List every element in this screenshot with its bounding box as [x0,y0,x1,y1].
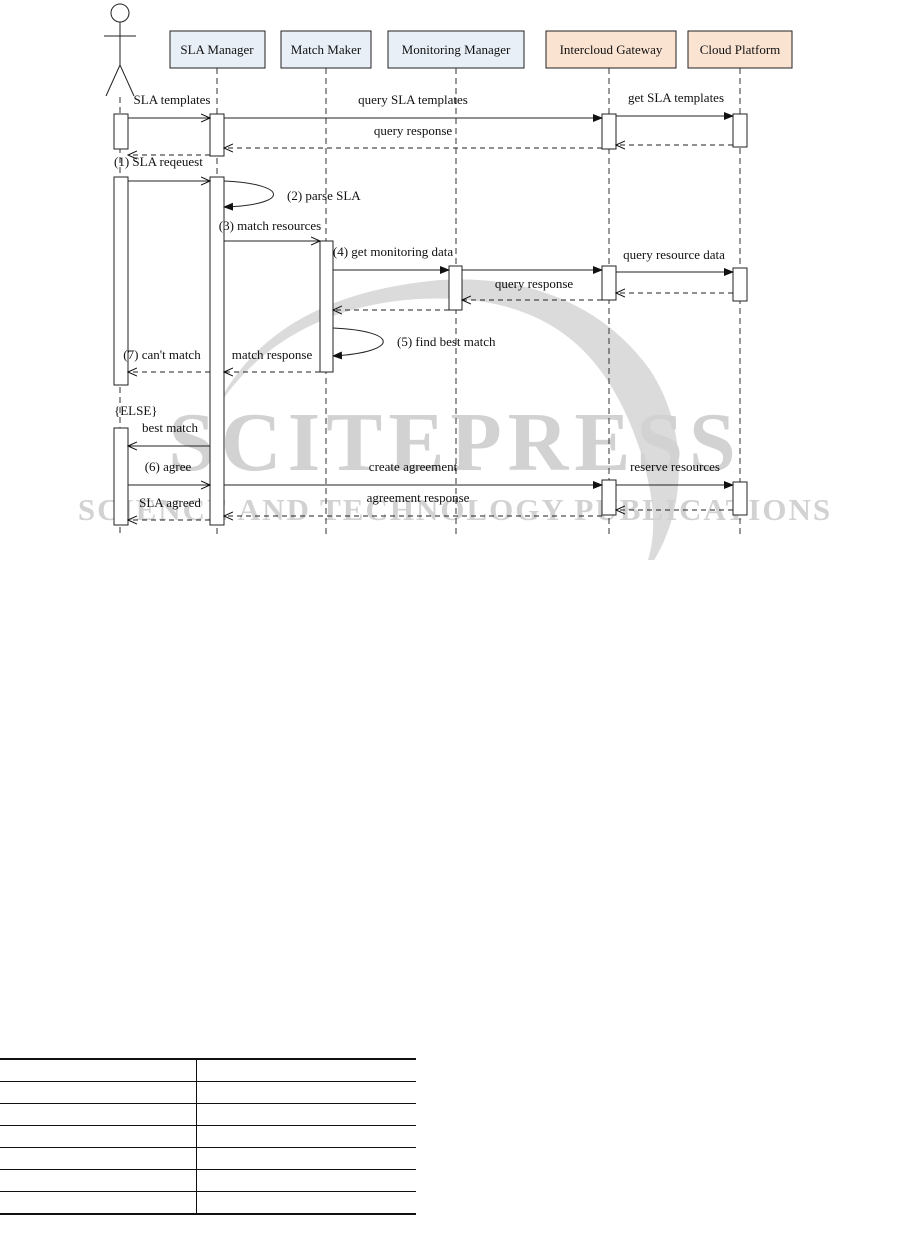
participant-label: SLA Manager [180,42,254,57]
participant-box [387,30,525,69]
activation-sla-manager [209,176,225,526]
table-cell [196,1103,416,1126]
message-label: query resource data [623,247,725,262]
table-cell [0,1191,197,1215]
message-label: (3) match resources [219,218,322,233]
table-row [0,1103,416,1126]
fragment-else-label: {ELSE} [114,403,158,418]
message-label: (4) get monitoring data [333,244,453,259]
table-cell [0,1169,197,1192]
table-cell [196,1169,416,1192]
activation-intercloud-gateway [601,265,617,301]
activation-intercloud-gateway [601,113,617,150]
message-label: best match [142,420,198,435]
activation-cloud-platform [732,481,748,516]
self-message-arrow [223,180,274,211]
table-cell [0,1147,197,1170]
table-cell [196,1058,416,1082]
participant-box [687,30,793,69]
activation-bars [113,113,748,526]
message-label: reserve resources [630,459,720,474]
participant-sla-manager: SLA Manager [169,30,266,69]
activation-cloud-platform [732,267,748,302]
activation-actor [113,176,129,386]
participant-label: Intercloud Gateway [560,42,663,57]
participant-box [545,30,677,69]
message-label: query response [495,276,574,291]
table-row [0,1125,416,1148]
table-cell [196,1081,416,1104]
activation-match-maker [319,240,334,373]
message-label: match response [232,347,313,362]
table-row [0,1169,416,1192]
watermark-title: SCITEPRESS [168,396,742,489]
activation-sla-manager [209,113,225,157]
table-cell [196,1147,416,1170]
table-row [0,1191,416,1215]
table-cell [196,1191,416,1215]
activation-monitoring-manager [448,265,463,311]
actor-figure [104,3,136,97]
participant-label: Match Maker [291,42,362,57]
participant-match-maker: Match Maker [280,30,372,69]
table-row [0,1081,416,1104]
message-label: (6) agree [145,459,192,474]
sequence-diagram: SCITEPRESS SCIENCE AND TECHNOLOGY PUBLIC… [78,3,830,560]
participant-label: Monitoring Manager [402,42,511,57]
activation-actor [113,427,129,526]
message-label: (1) SLA reqeuest [114,154,203,169]
participant-box [169,30,266,69]
activation-actor [113,113,129,150]
message-label: create agreement [369,459,458,474]
table-row [0,1147,416,1170]
activation-intercloud-gateway [601,479,617,516]
participant-label: Cloud Platform [700,42,781,57]
participant-intercloud-gateway: Intercloud Gateway [545,30,677,69]
empty-table [0,1058,416,1215]
message-label: agreement response [367,490,470,505]
table-cell [196,1125,416,1148]
participant-monitoring-manager: Monitoring Manager [387,30,525,69]
participant-cloud-platform: Cloud Platform [687,30,793,69]
message-label: (5) find best match [397,334,496,349]
table-cell [0,1058,197,1082]
message-label: query SLA templates [358,92,468,107]
message-label: (2) parse SLA [287,188,361,203]
message-label: get SLA templates [628,90,724,105]
table-cell [0,1103,197,1126]
messages: SLA templates query SLA templates get SL… [114,90,734,520]
table-body [0,1058,416,1215]
message-label: SLA agreed [139,495,201,510]
message-label: SLA templates [134,92,211,107]
self-message-arrow [332,327,384,360]
activation-cloud-platform [732,113,748,148]
message-label: (7) can't match [123,347,201,362]
message-label: query response [374,123,453,138]
table-row [0,1058,416,1082]
table-cell [0,1125,197,1148]
table-cell [0,1081,197,1104]
